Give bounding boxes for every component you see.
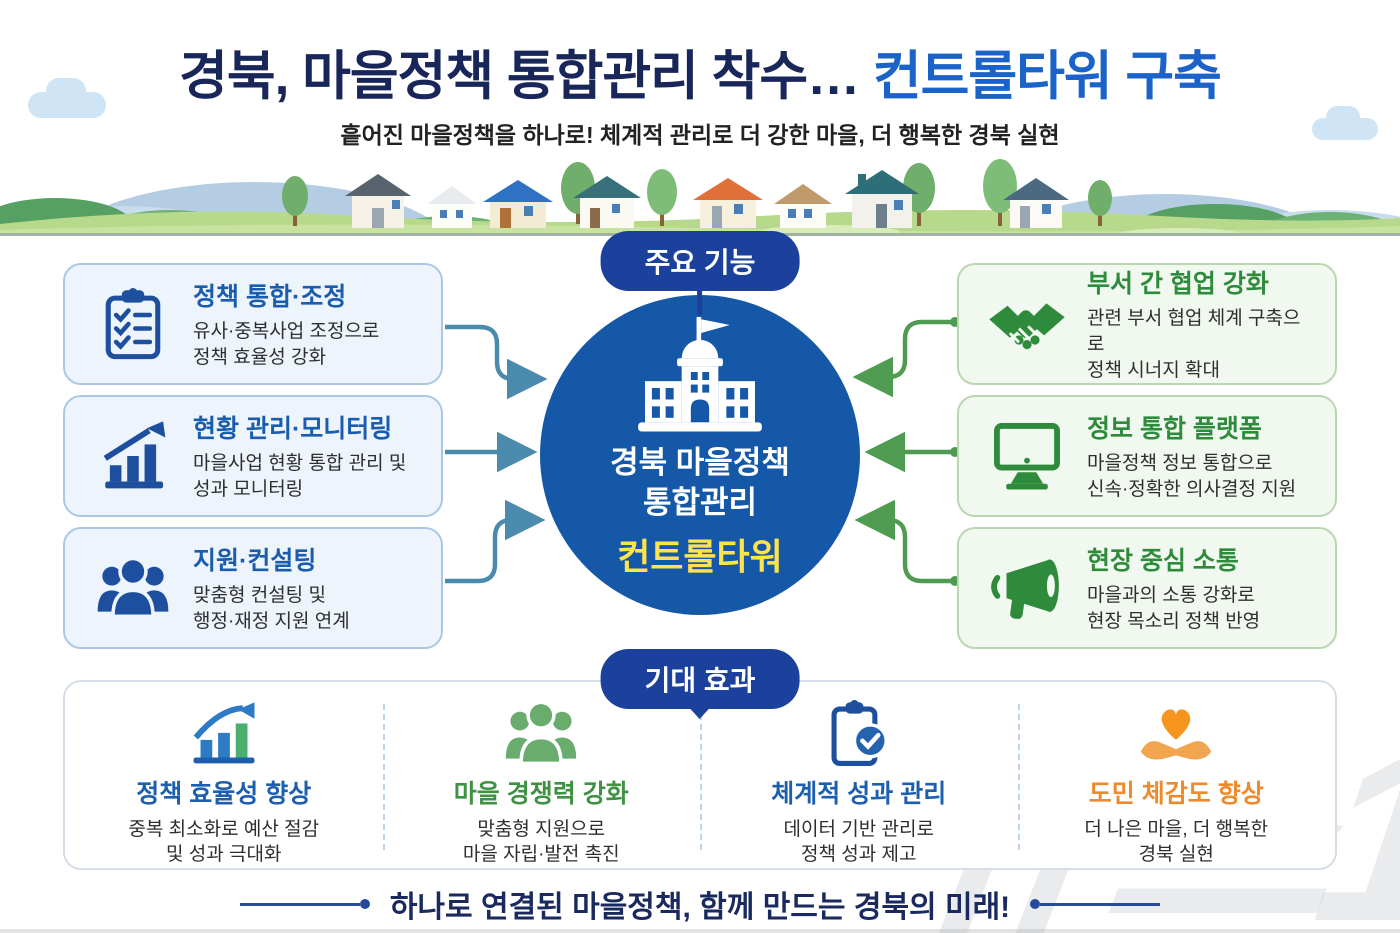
card-body: 마을과의 소통 강화로 현장 목소리 정책 반영 bbox=[1087, 584, 1261, 632]
cloud-right-icon bbox=[1312, 106, 1378, 140]
effect-body: 맞춤형 지원으로 마을 자립·발전 촉진 bbox=[462, 818, 620, 866]
effect-performance-management: 체계적 성과 관리 데이터 기반 관리로 정책 성과 제고 bbox=[700, 682, 1018, 868]
effect-title: 마을 경쟁력 강화 bbox=[453, 779, 629, 808]
community-people-icon bbox=[506, 700, 577, 766]
effect-title: 정책 효율성 향상 bbox=[136, 779, 312, 808]
page-subtitle: 흩어진 마을정책을 하나로! 체계적 관리로 더 강한 마을, 더 행복한 경북… bbox=[340, 122, 1060, 148]
expected-effects-badge: 기대 효과 bbox=[600, 649, 800, 719]
card-body: 마을사업 현황 통합 관리 및 성과 모니터링 bbox=[193, 452, 407, 500]
card-body: 유사·중복사업 조정으로 정책 효율성 강화 bbox=[193, 320, 380, 368]
village-landscape-illustration bbox=[0, 159, 1400, 236]
page-title-dark: 경북, 마을정책 통합관리 착수… bbox=[179, 47, 860, 106]
main-functions-badge: 주요 기능 bbox=[600, 231, 800, 315]
card-title: 정보 통합 플랫폼 bbox=[1087, 414, 1262, 443]
clipboard-checklist-icon bbox=[91, 286, 175, 362]
card-body: 맞춤형 컨설팅 및 행정·재정 지원 연계 bbox=[193, 584, 350, 632]
megaphone-icon bbox=[985, 555, 1069, 621]
bar-chart-growth-icon bbox=[91, 421, 175, 491]
tree-icon bbox=[282, 159, 1112, 226]
people-group-icon bbox=[91, 555, 175, 621]
page-title: 경북, 마을정책 통합관리 착수… 컨트롤타워 구축 bbox=[0, 34, 1400, 110]
function-card-support-consulting: 지원·컨설팅 맞춤형 컨설팅 및 행정·재정 지원 연계 bbox=[63, 527, 443, 649]
function-card-policy-integration: 정책 통합·조정 유사·중복사업 조정으로 정책 효율성 강화 bbox=[63, 263, 443, 385]
hub-line3: 컨트롤타워 bbox=[617, 536, 783, 578]
right-arrow-group bbox=[852, 317, 960, 586]
control-tower-hub: 경북 마을정책 통합관리 컨트롤타워 bbox=[540, 295, 860, 615]
bottom-edge bbox=[0, 929, 1400, 933]
effect-policy-efficiency: 정책 효율성 향상 중복 최소화로 예산 절감 및 성과 극대화 bbox=[65, 682, 383, 868]
effect-body: 중복 최소화로 예산 절감 및 성과 극대화 bbox=[128, 818, 320, 866]
slogan-right-decoration bbox=[1030, 899, 1161, 909]
cloud-left-icon bbox=[28, 78, 106, 118]
card-title: 부서 간 협업 강화 bbox=[1087, 269, 1269, 298]
function-card-info-platform: 정보 통합 플랫폼 마을정책 정보 통합으로 신속·정확한 의사결정 지원 bbox=[957, 395, 1337, 517]
hub-line2: 통합관리 bbox=[642, 484, 758, 520]
footer-slogan: 하나로 연결된 마을정책, 함께 만드는 경북의 미래! bbox=[389, 891, 1011, 924]
effect-body: 더 나은 마을, 더 행복한 경북 실현 bbox=[1084, 818, 1269, 866]
footer-slogan-row: 하나로 연결된 마을정책, 함께 만드는 경북의 미래! bbox=[0, 882, 1400, 926]
effect-resident-satisfaction: 도민 체감도 향상 더 나은 마을, 더 행복한 경북 실현 bbox=[1017, 682, 1336, 868]
badge-pointer bbox=[688, 707, 711, 719]
card-body: 관련 부서 협업 체계 구축으로 정책 시너지 확대 bbox=[1087, 307, 1301, 382]
hub-line1: 경북 마을정책 bbox=[610, 445, 790, 480]
card-title: 현황 관리·모니터링 bbox=[193, 414, 393, 443]
computer-monitor-icon bbox=[985, 421, 1069, 491]
effect-body: 데이터 기반 관리로 정책 성과 제고 bbox=[783, 818, 934, 866]
expected-effects-badge-label: 기대 효과 bbox=[644, 665, 756, 696]
effect-village-competitiveness: 마을 경쟁력 강화 맞춤형 지원으로 마을 자립·발전 촉진 bbox=[382, 682, 701, 868]
left-arrow-group bbox=[445, 324, 548, 584]
main-functions-badge-label: 주요 기능 bbox=[644, 247, 756, 278]
house-icon bbox=[345, 170, 1069, 228]
effect-title: 체계적 성과 관리 bbox=[771, 779, 947, 808]
slogan-left-decoration bbox=[239, 899, 370, 909]
government-building-icon bbox=[638, 317, 762, 432]
card-body: 마을정책 정보 통합으로 신속·정확한 의사결정 지원 bbox=[1087, 452, 1297, 500]
growth-chart-icon bbox=[193, 702, 255, 764]
card-title: 정책 통합·조정 bbox=[193, 282, 347, 311]
hands-heart-icon bbox=[1141, 709, 1212, 760]
clipboard-check-icon bbox=[831, 700, 888, 766]
card-title: 지원·컨설팅 bbox=[193, 546, 317, 575]
handshake-icon bbox=[985, 291, 1069, 357]
page-title-accent: 컨트롤타워 구축 bbox=[872, 47, 1222, 106]
function-card-collaboration: 부서 간 협업 강화 관련 부서 협업 체계 구축으로 정책 시너지 확대 bbox=[957, 263, 1337, 385]
effect-title: 도민 체감도 향상 bbox=[1088, 779, 1264, 808]
function-card-field-communication: 현장 중심 소통 마을과의 소통 강화로 현장 목소리 정책 반영 bbox=[957, 527, 1337, 649]
card-title: 현장 중심 소통 bbox=[1087, 546, 1239, 575]
badge-stem bbox=[697, 289, 703, 315]
function-card-status-monitoring: 현황 관리·모니터링 마을사업 현황 통합 관리 및 성과 모니터링 bbox=[63, 395, 443, 517]
